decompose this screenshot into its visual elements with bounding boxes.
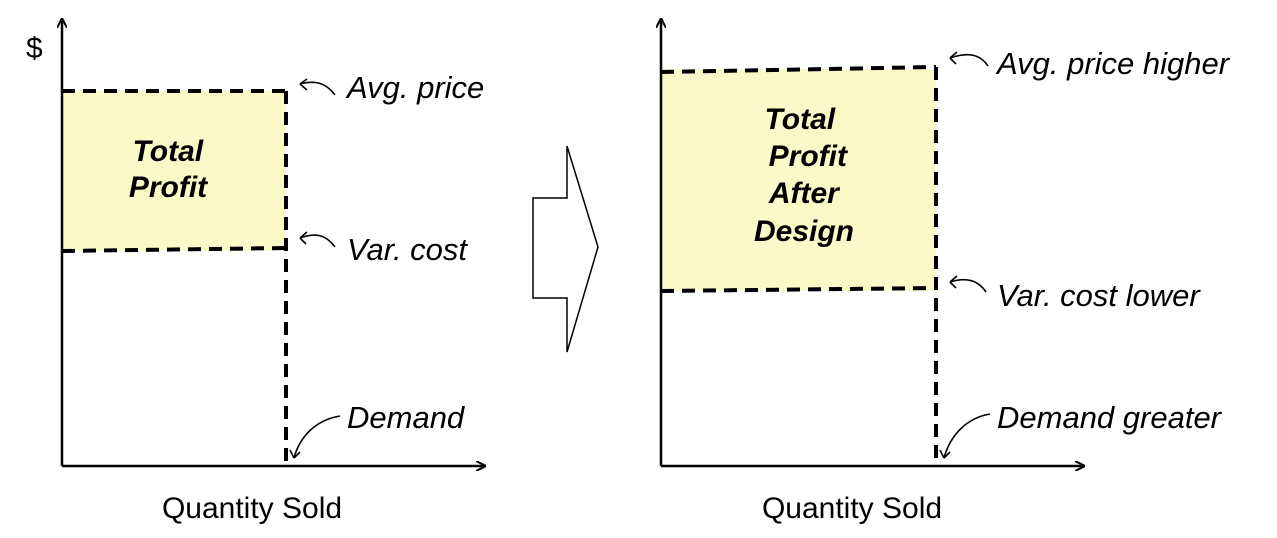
left-demand-pointer-icon xyxy=(293,415,341,459)
right-price-annotation: Avg. price higher xyxy=(995,46,1231,81)
right-cost-pointer-icon xyxy=(949,275,958,289)
right-demand-pointer-icon xyxy=(939,449,951,459)
right-cost-line xyxy=(660,286,937,293)
left-price-pointer-icon xyxy=(299,78,308,91)
left-demand-pointer-icon xyxy=(289,449,301,459)
left-cost-line xyxy=(61,246,287,253)
right-profit-label-line: Profit xyxy=(769,140,849,173)
right-x-axis-label: Quantity Sold xyxy=(762,492,942,525)
left-demand-annotation: Demand xyxy=(347,400,466,435)
block-arrow-right-icon xyxy=(532,145,599,353)
right-cost-annotation: Var. cost lower xyxy=(997,278,1201,313)
right-profit-label-line: Total xyxy=(765,103,836,136)
left-profit-box-label: Total Profit xyxy=(129,135,212,204)
right-diagram: Quantity Sold Total Profit After Design … xyxy=(661,20,1231,525)
left-x-axis-label: Quantity Sold xyxy=(162,492,342,525)
left-price-pointer-icon xyxy=(299,81,336,96)
right-profit-box xyxy=(661,69,936,291)
right-cost-pointer-icon xyxy=(949,278,987,293)
left-diagram: $ Quantity Sold Total Profit Avg. price … xyxy=(26,20,484,525)
right-profit-box-label: Total Profit After Design xyxy=(754,103,855,248)
right-demand-pointer-icon xyxy=(943,413,991,459)
right-price-pointer-icon xyxy=(949,51,958,65)
right-profit-label-line: After xyxy=(768,177,841,210)
left-cost-annotation: Var. cost xyxy=(347,232,468,267)
left-cost-pointer-icon xyxy=(299,234,336,248)
right-demand-annotation: Demand greater xyxy=(997,400,1223,435)
left-profit-label-line: Total xyxy=(133,135,204,168)
left-y-axis-label: $ xyxy=(26,32,43,65)
right-price-line xyxy=(660,65,937,74)
left-cost-pointer-icon xyxy=(299,231,308,245)
left-price-annotation: Avg. price xyxy=(345,70,484,105)
right-profit-label-line: Design xyxy=(754,215,854,248)
left-profit-label-line: Profit xyxy=(129,171,209,204)
left-profit-box xyxy=(62,91,286,251)
right-price-pointer-icon xyxy=(949,53,989,67)
